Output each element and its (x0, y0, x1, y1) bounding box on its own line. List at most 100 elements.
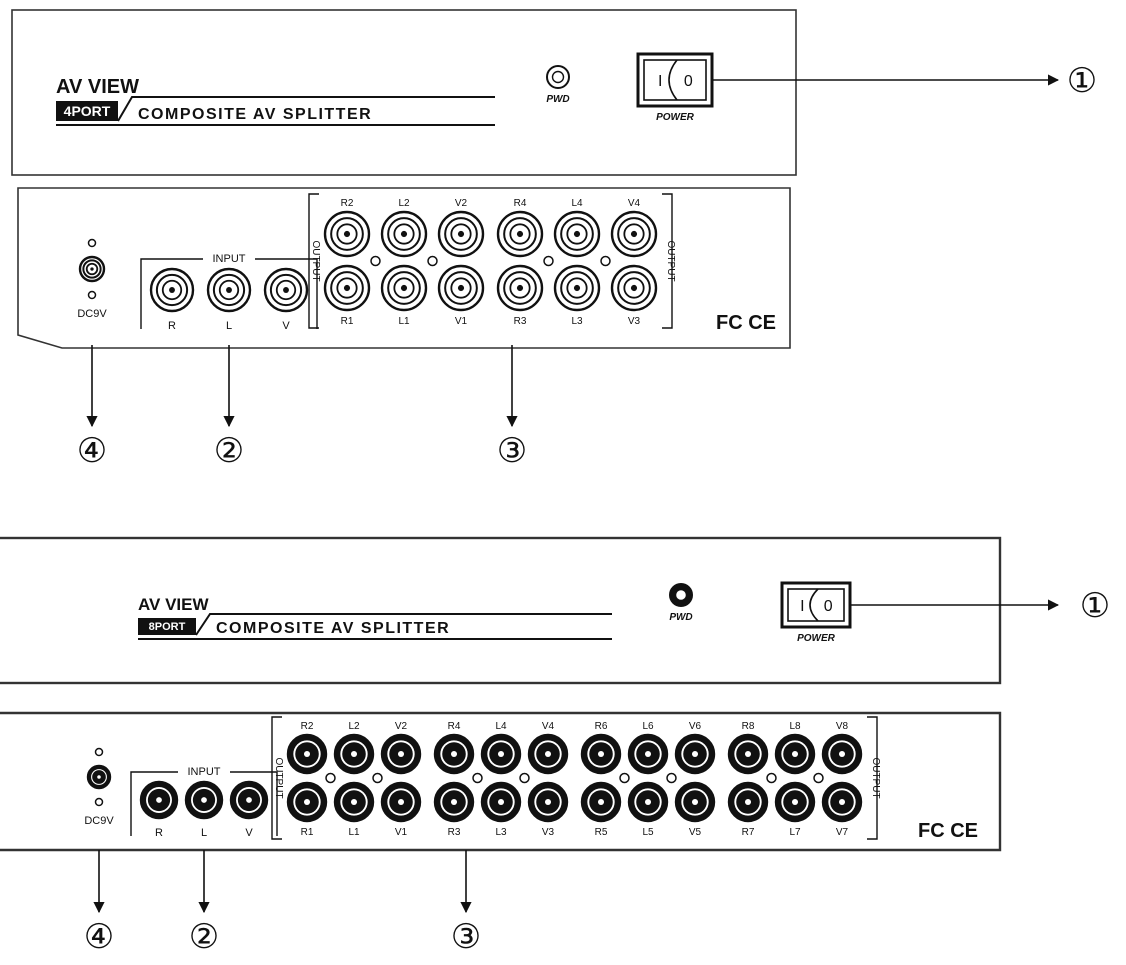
output-jack-l3 (480, 781, 522, 823)
output-label-r4: R4 (514, 198, 527, 209)
jack-center-pin (397, 798, 405, 806)
jack-center-pin (303, 798, 311, 806)
output-label-r2: R2 (341, 198, 354, 209)
jack-center-pin (516, 230, 524, 238)
input-jack-label-v: V (245, 827, 253, 839)
output-label-v6: V6 (689, 721, 702, 732)
output-screw-hole (372, 772, 383, 784)
jack-center-pin (90, 267, 94, 271)
jack-center-pin (397, 750, 405, 758)
output-jack-v4 (527, 733, 569, 775)
input-label-bg (203, 251, 255, 265)
screw-hole-bottom (87, 290, 97, 300)
output-jack-l8 (774, 733, 816, 775)
output-jack-v3 (610, 264, 658, 312)
pwd-led-center (551, 70, 565, 84)
input-jack-r (139, 780, 179, 820)
callout-1: ① (1067, 62, 1097, 100)
jack-center-pin (457, 284, 465, 292)
output-label-l3: L3 (495, 827, 507, 838)
port-badge-text: 8PORT (149, 621, 186, 633)
output-jack-r1 (323, 264, 371, 312)
dc-label: DC9V (77, 308, 107, 320)
output-screw-hole (519, 772, 530, 784)
power-switch-rocker (643, 59, 707, 101)
callout-2: ② (189, 918, 219, 956)
power-on-mark: I (658, 73, 662, 90)
port-badge (138, 618, 196, 635)
jack-center-pin (400, 230, 408, 238)
jack-center-pin (744, 798, 752, 806)
output-label-v1: V1 (395, 827, 408, 838)
output-screw-hole (600, 255, 611, 267)
jack-center-pin (226, 287, 232, 293)
callout-1: ① (1080, 587, 1110, 625)
output-label-right: OUTPUT (870, 757, 881, 798)
dc-label: DC9V (84, 815, 114, 827)
output-jack-r2 (286, 733, 328, 775)
jack-center-pin (450, 798, 458, 806)
output-label-v1: V1 (455, 316, 468, 327)
jack-center-pin (691, 798, 699, 806)
input-jack-r (149, 267, 195, 313)
power-switch-curve (668, 59, 678, 101)
jack-center-pin (544, 750, 552, 758)
output-label-l4: L4 (571, 198, 583, 209)
output-jack-v6 (674, 733, 716, 775)
jack-center-pin (246, 797, 252, 803)
jack-center-pin (350, 750, 358, 758)
jack-center-pin (573, 230, 581, 238)
jack-center-pin (544, 798, 552, 806)
output-label-r3: R3 (514, 316, 527, 327)
output-label-l5: L5 (642, 827, 654, 838)
power-label: POWER (797, 633, 836, 644)
output-jack-v5 (674, 781, 716, 823)
output-screw-hole (813, 772, 824, 784)
output-jack-l1 (380, 264, 428, 312)
output-jack-v8 (821, 733, 863, 775)
output-label-r7: R7 (742, 827, 755, 838)
jack-center-pin (838, 750, 846, 758)
title-rule (195, 613, 612, 636)
jack-center-pin (691, 750, 699, 758)
output-screw-hole (472, 772, 483, 784)
jack-center-pin (350, 798, 358, 806)
input-jack-l (206, 267, 252, 313)
dc-power-jack (78, 255, 106, 283)
output-screw-hole (325, 772, 336, 784)
input-jack-label-r: R (155, 827, 163, 839)
callout-4: ④ (77, 432, 107, 470)
output-label-l1: L1 (348, 827, 360, 838)
output-label-r5: R5 (595, 827, 608, 838)
output-jack-l2 (380, 210, 428, 258)
output-bracket-right (867, 716, 878, 840)
jack-center-pin (450, 750, 458, 758)
jack-center-pin (343, 230, 351, 238)
output-label-v2: V2 (395, 721, 408, 732)
output-jack-v4 (610, 210, 658, 258)
jack-center-pin (573, 284, 581, 292)
jack-center-pin (630, 284, 638, 292)
output-jack-v7 (821, 781, 863, 823)
jack-center-pin (838, 798, 846, 806)
output-label-l7: L7 (789, 827, 801, 838)
product-name: COMPOSITE AV SPLITTER (138, 106, 372, 123)
output-jack-r2 (323, 210, 371, 258)
jack-center-pin (630, 230, 638, 238)
output-jack-l6 (627, 733, 669, 775)
output-bracket-left (308, 193, 319, 329)
input-jack-label-l: L (226, 320, 232, 332)
jack-center-pin (169, 287, 175, 293)
input-label-bg (178, 764, 230, 778)
output-screw-hole (370, 255, 381, 267)
input-label: INPUT (213, 253, 246, 265)
power-label: POWER (656, 112, 695, 123)
output-jack-v2 (437, 210, 485, 258)
cert-marks: FC CE (716, 312, 776, 334)
output-label-l2: L2 (348, 721, 360, 732)
output-jack-l1 (333, 781, 375, 823)
output-jack-r4 (496, 210, 544, 258)
power-off-mark: 0 (824, 598, 833, 615)
